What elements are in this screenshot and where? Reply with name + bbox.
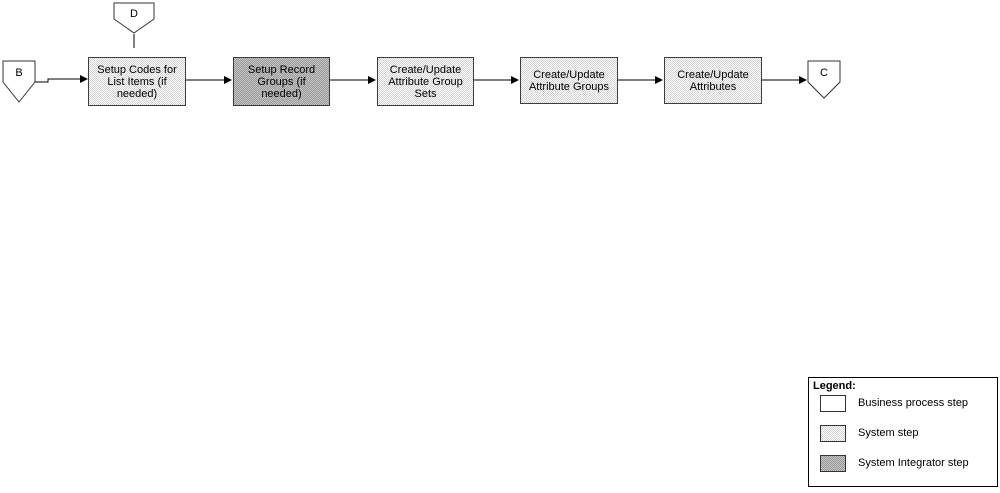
offpage-connector-d-shape xyxy=(113,2,155,34)
arrow-step1-step2-head xyxy=(224,76,232,84)
legend-label: Business process step xyxy=(858,397,969,409)
arrow-b-to-step1-line xyxy=(35,78,81,83)
offpage-connector-b-shape xyxy=(2,60,36,103)
arrow-step2-step3-head xyxy=(368,76,376,84)
legend-label: System step xyxy=(858,427,919,439)
legend-row-system-integrator-step: System Integrator step xyxy=(820,454,969,472)
flow-step-create-update-attribute-groups: Create/Update Attribute Groups xyxy=(520,57,618,104)
offpage-connector-d-label: D xyxy=(130,8,138,20)
legend-title: Legend: xyxy=(813,380,856,392)
flow-step-label: Setup Record Groups (if needed) xyxy=(247,63,316,100)
flow-step-label: Create/Update Attributes xyxy=(677,68,749,93)
offpage-connector-c-shape xyxy=(807,60,841,99)
flow-step-setup-codes-for-list-items: Setup Codes for List Items (if needed) xyxy=(88,57,186,106)
flow-step-label: Setup Codes for List Items (if needed) xyxy=(97,63,177,100)
legend-label: System Integrator step xyxy=(858,457,969,469)
flow-step-setup-record-groups: Setup Record Groups (if needed) xyxy=(233,57,330,106)
flow-step-label: Create/Update Attribute Groups xyxy=(528,68,610,93)
arrow-b-to-step1-head xyxy=(80,75,88,83)
offpage-connector-b-label: B xyxy=(15,67,22,79)
legend-swatch-system-step xyxy=(820,424,846,442)
flow-step-create-update-attributes: Create/Update Attributes xyxy=(664,57,762,104)
offpage-connector-c-label: C xyxy=(820,67,828,79)
legend: Legend: Business process step System ste… xyxy=(808,377,998,487)
flow-step-label: Create/Update Attribute Group Sets xyxy=(388,63,463,100)
legend-row-system-step: System step xyxy=(820,424,919,442)
legend-swatch-business-process xyxy=(820,394,846,412)
arrow-step4-step5-head xyxy=(655,76,663,84)
legend-row-business-process: Business process step xyxy=(820,394,968,412)
flow-step-create-update-attribute-group-sets: Create/Update Attribute Group Sets xyxy=(377,57,474,106)
arrow-step5-to-c-head xyxy=(799,76,807,84)
arrow-step3-step4-head xyxy=(511,76,519,84)
legend-swatch-system-integrator-step xyxy=(820,454,846,472)
